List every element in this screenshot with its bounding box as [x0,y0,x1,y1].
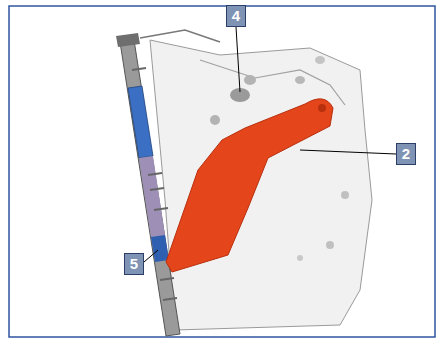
bolt-hole [341,191,349,199]
tool-hole [318,104,326,112]
timing-tool [166,99,333,272]
camshaft-end [116,33,140,47]
bolt-hole [295,76,305,84]
bolt-hole [326,241,334,249]
head-edge [140,30,220,42]
leader-line [144,250,158,262]
callout-number: 5 [124,253,144,275]
callout-number: 4 [226,5,246,27]
leader-line [236,27,240,92]
frame-border [9,6,435,337]
camshaft [120,40,180,336]
head-edge [200,60,345,105]
bolt-hole [297,255,303,261]
bolt-hole [315,56,325,64]
cylinder-head [150,40,372,330]
camshaft-bearing [151,235,169,262]
bolt-hole [244,75,256,85]
leader-line [300,150,396,154]
callout-number: 2 [396,143,416,165]
camshaft-bearing [128,86,153,158]
bolt-hole [210,115,220,125]
camshaft-section [139,156,165,237]
